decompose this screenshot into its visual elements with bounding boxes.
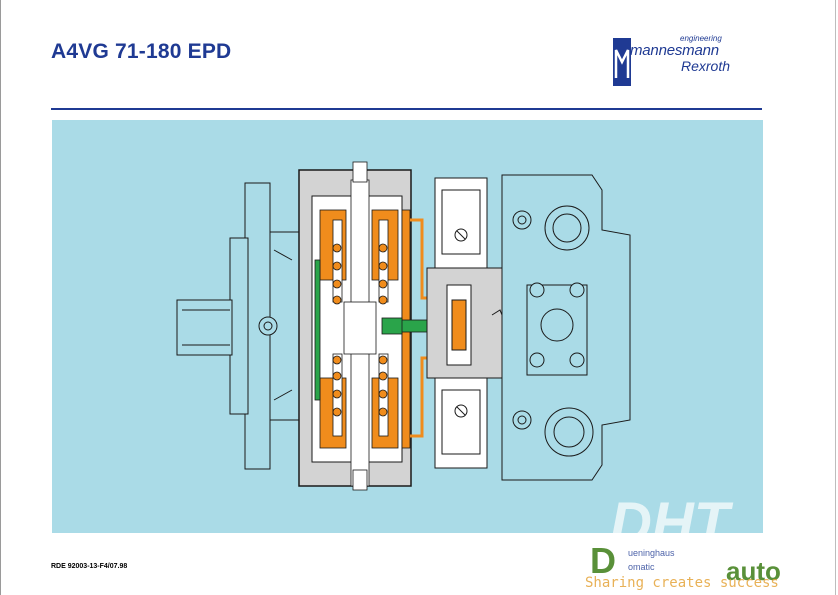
watermark-tagline: Sharing creates success: [585, 575, 779, 591]
mannesmann-logo-icon: [613, 38, 631, 86]
page-frame-left: [0, 0, 1, 595]
page-title: A4VG 71-180 EPD: [51, 40, 232, 63]
diagram-panel: [52, 120, 763, 533]
pump-cross-section-diagram: [176, 161, 631, 491]
watermark-blue-line1: ueninghaus: [628, 548, 675, 558]
watermark-dht: DHT: [610, 491, 730, 556]
document-code: RDE 92003-13-F4/07.98: [51, 563, 128, 570]
logo-subtitle: Rexroth: [681, 58, 731, 74]
solenoid-lower: [434, 377, 488, 469]
watermark-d: D: [590, 540, 616, 581]
header-rule: [51, 108, 762, 110]
page-frame-right: [835, 0, 836, 595]
logo-tagline: engineering: [680, 34, 722, 43]
watermark-blue-line2: omatic: [628, 562, 655, 572]
mounting-flange: [176, 182, 301, 470]
watermark-auto: auto: [726, 556, 781, 586]
drive-shaft: [343, 161, 377, 491]
rear-housing: [501, 174, 631, 481]
piston-balls: [332, 243, 388, 417]
logo-name: mannesmann: [630, 42, 719, 59]
solenoid-upper: [434, 177, 488, 269]
